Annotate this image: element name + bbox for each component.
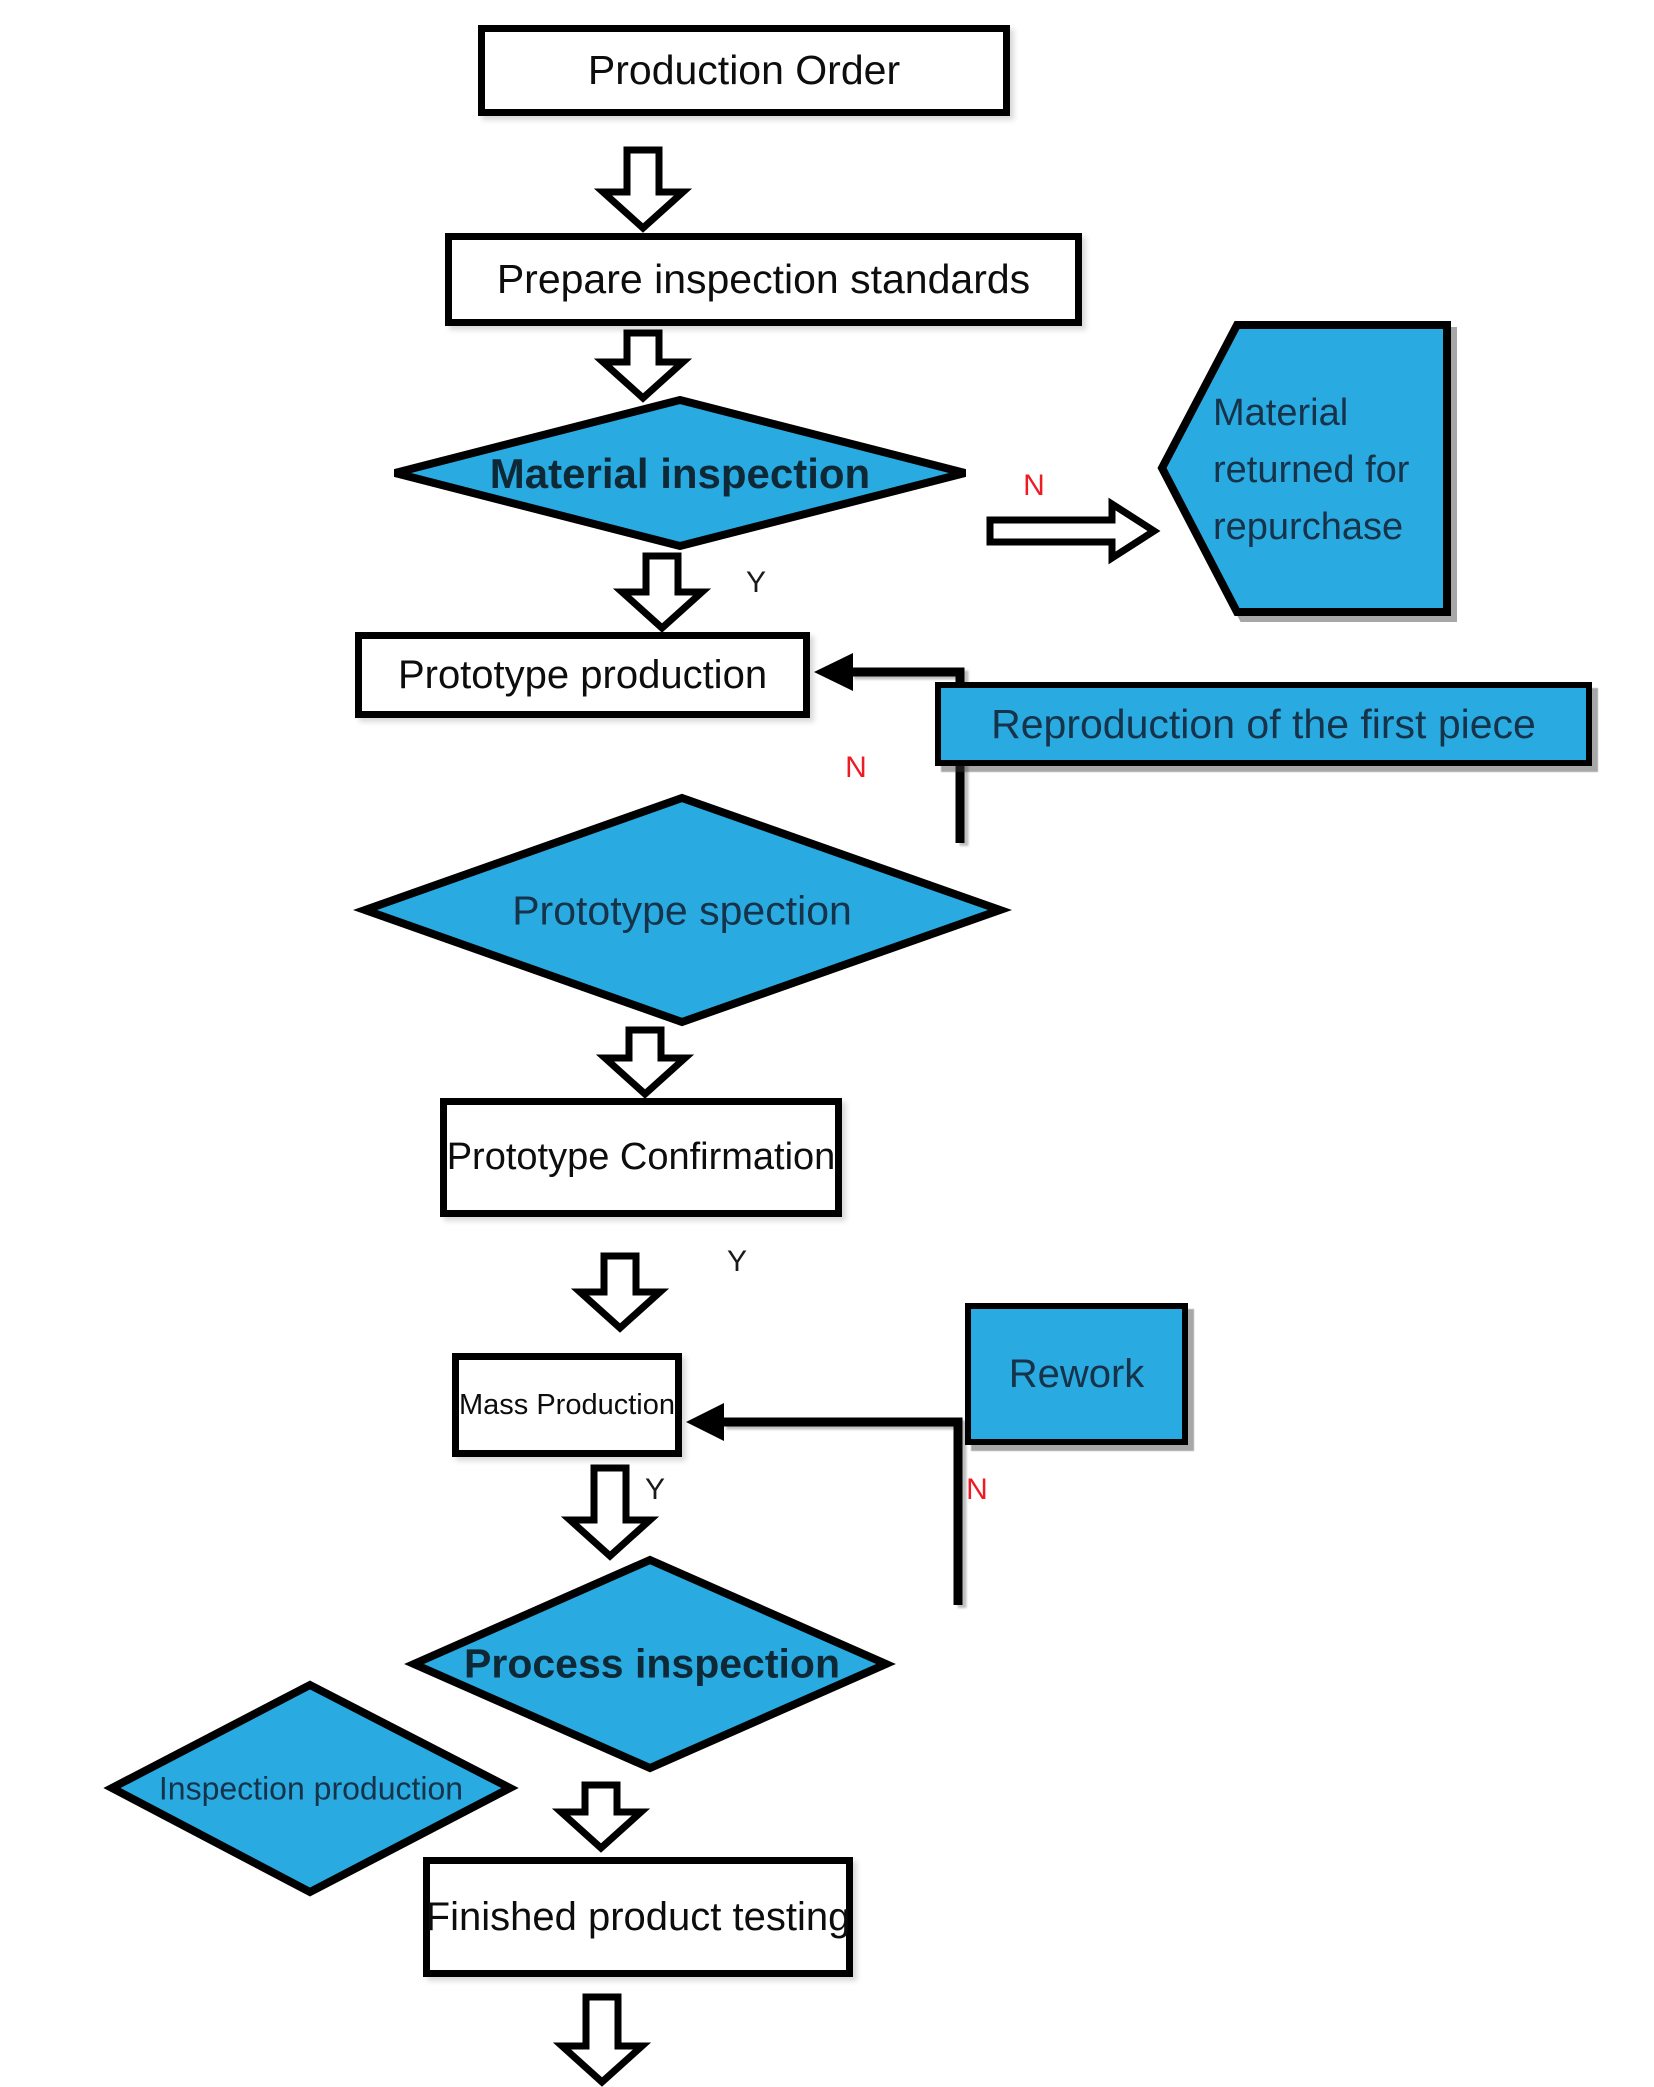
node-prototype-confirmation: Prototype Confirmation (440, 1098, 842, 1217)
node-mass-production: Mass Production (452, 1353, 682, 1457)
prototype-spection-label: Prototype spection (512, 887, 852, 934)
inspection-production-label: Inspection production (158, 1770, 464, 1807)
material-inspection-label: Material inspection (489, 450, 871, 497)
down-arrow-icon (552, 1993, 652, 2087)
branch-label-yes: Y (644, 1473, 666, 1506)
down-arrow-icon (593, 329, 693, 403)
node-prototype-production: Prototype production (355, 632, 810, 718)
down-arrow-icon (595, 1026, 695, 1099)
node-prepare-standards: Prepare inspection standards (445, 233, 1082, 326)
branch-label-no: N (1023, 469, 1045, 502)
process-inspection-label: Process inspection (464, 1640, 840, 1687)
left-arrowhead-icon (686, 1403, 724, 1441)
node-label: Rework (1008, 1351, 1145, 1396)
process-inspection-diamond (404, 1555, 896, 1773)
branch-label-no: N (845, 751, 867, 784)
left-arrowhead-icon (814, 653, 853, 691)
inspection-production-diamond (103, 1680, 519, 1897)
node-label: Prototype Confirmation (446, 1136, 836, 1178)
down-arrow-icon (551, 1781, 651, 1853)
node-reproduction-first-piece: Reproduction of the first piece (935, 682, 1592, 766)
branch-label-yes: Y (726, 1245, 748, 1278)
connector-prototype-loop (850, 667, 965, 843)
material-returned-pentagon (1157, 321, 1451, 616)
branch-label-no: N (966, 1473, 988, 1506)
node-rework: Rework (965, 1303, 1188, 1445)
down-arrow-icon (612, 552, 712, 633)
node-label: Mass Production (459, 1388, 675, 1421)
branch-label-yes: Y (745, 566, 767, 599)
node-label: Finished product testing (425, 1894, 851, 1939)
node-label: Reproduction of the first piece (991, 700, 1536, 747)
material-inspection-diamond (394, 395, 966, 551)
material-returned-label: Material returned for repurchase (1213, 392, 1410, 548)
down-arrow-icon (560, 1464, 660, 1561)
down-arrow-icon (593, 146, 693, 233)
node-label: Prototype production (397, 652, 768, 697)
node-label: Production Order (587, 47, 901, 93)
node-label: Prepare inspection standards (496, 256, 1031, 302)
down-arrow-icon (570, 1252, 670, 1333)
node-finished-product-testing: Finished product testing (423, 1857, 853, 1977)
node-production-order: Production Order (478, 25, 1010, 116)
prototype-spection-diamond (352, 793, 1013, 1027)
right-arrow-icon (986, 497, 1161, 565)
connector-rework-loop (722, 1417, 963, 1605)
